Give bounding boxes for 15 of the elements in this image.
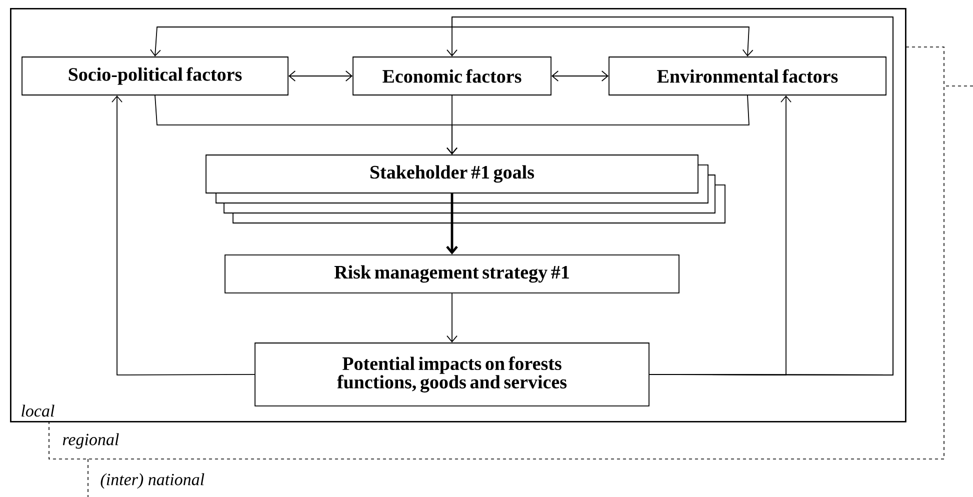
factor-box: Economic factors <box>352 56 552 96</box>
scale-label: regional <box>62 433 119 449</box>
arrow <box>551 70 609 82</box>
factor-box: Socio-political factors <box>22 56 288 96</box>
scale-label: (inter) national <box>100 473 204 489</box>
goals-box-stack: Stakeholder #1 goals <box>206 154 726 224</box>
arrow <box>446 95 750 155</box>
arrow <box>446 193 458 255</box>
factor-box: Environmental factors <box>608 56 886 96</box>
arrow <box>112 95 255 376</box>
strategy-box: Risk management strategy #1 <box>224 254 680 294</box>
impact-box: Potential impacts on forests functions, goods and services <box>254 342 650 406</box>
arrow <box>288 70 353 82</box>
arrow <box>446 292 458 343</box>
node-label: Stakeholder #1 goals <box>370 165 534 183</box>
